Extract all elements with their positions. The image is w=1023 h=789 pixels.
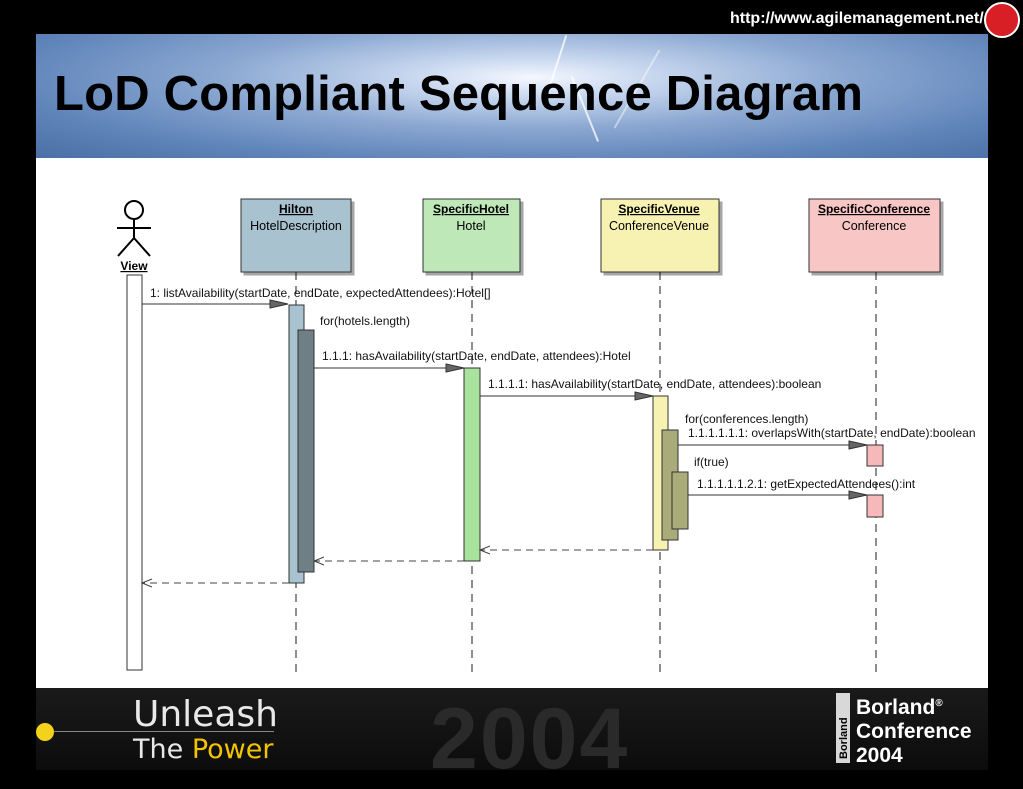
return-venue-arrow — [478, 545, 491, 555]
object-specific-conference-instance: SpecificConference — [818, 202, 930, 216]
diagram-canvas: View Hilton HotelDescription SpecificHot… — [117, 198, 976, 672]
return-hotel-arrow — [312, 556, 325, 566]
brand-line-1: Borland — [856, 696, 936, 719]
message-1111-arrow — [634, 391, 654, 401]
actor-view-label: View — [120, 259, 148, 273]
sequence-diagram: View Hilton HotelDescription SpecificHot… — [36, 158, 988, 688]
footer-power: Power — [191, 734, 274, 765]
footer-divider — [54, 731, 274, 732]
brand-line-3: 2004 — [856, 744, 903, 767]
slide-title: LoD Compliant Sequence Diagram — [54, 67, 864, 121]
borland-vertical-mark: Borland — [836, 693, 850, 763]
message-attendees-label: 1.1.1.1.1.2.1: getExpectedAttendees():in… — [697, 477, 916, 491]
message-111-arrow — [445, 363, 465, 373]
activation-specific-venue-if — [671, 471, 689, 530]
guard-hotels-loop: for(hotels.length) — [320, 314, 410, 328]
message-overlaps-arrow — [848, 440, 868, 450]
object-hilton-instance: Hilton — [279, 202, 313, 216]
brand-mark: ® — [935, 698, 943, 709]
object-hilton: Hilton HotelDescription — [240, 198, 352, 273]
object-specific-conference-class: Conference — [842, 219, 907, 233]
header-url: http://www.agilemanagement.net/ — [730, 10, 984, 27]
message-1-arrow — [269, 299, 289, 309]
activation-conference-2 — [866, 494, 884, 518]
slide-header: http://www.agilemanagement.net/ LoD Comp… — [0, 0, 1023, 158]
object-specific-hotel-class: Hotel — [456, 219, 485, 233]
activation-hilton-loop — [297, 329, 315, 573]
guard-conferences-loop: for(conferences.length) — [685, 412, 808, 426]
message-attendees-arrow — [848, 490, 868, 500]
slide-footer — [0, 688, 1023, 770]
object-specific-hotel: SpecificHotel Hotel — [422, 198, 521, 273]
message-1111-label: 1.1.1.1: hasAvailability(startDate, endD… — [488, 377, 821, 391]
footer-year-watermark: 2004 — [430, 691, 630, 787]
bullet-dot-icon — [36, 723, 54, 741]
object-specific-venue-instance: SpecificVenue — [618, 202, 700, 216]
object-hilton-class: HotelDescription — [250, 219, 342, 233]
actor-view — [117, 200, 151, 257]
footer-unleash: Unleash — [133, 694, 278, 735]
borland-vertical-text: Borland — [838, 717, 850, 759]
title-banner — [36, 34, 988, 158]
borland-conference-logo: Borland® Conference 2004 — [856, 692, 972, 768]
message-overlaps-label: 1.1.1.1.1.1: overlapsWith(startDate, end… — [688, 426, 976, 440]
actor-view-head — [124, 200, 144, 220]
return-hilton-arrow — [140, 578, 153, 588]
logo-icon — [984, 2, 1020, 38]
footer-the: The — [133, 734, 192, 765]
guard-if-true: if(true) — [694, 455, 729, 469]
object-specific-venue-class: ConferenceVenue — [609, 219, 709, 233]
message-111-label: 1.1.1: hasAvailability(startDate, endDat… — [322, 349, 631, 363]
object-specific-venue: SpecificVenue ConferenceVenue — [600, 198, 720, 273]
activation-view — [126, 274, 143, 671]
object-specific-conference: SpecificConference Conference — [808, 198, 941, 273]
footer-panel — [36, 688, 988, 770]
activation-conference-1 — [866, 444, 884, 467]
brand-line-2: Conference — [856, 720, 972, 743]
object-specific-hotel-instance: SpecificHotel — [433, 202, 509, 216]
activation-specific-hotel — [463, 367, 481, 562]
footer-the-power: The Power — [133, 734, 273, 765]
message-1-label: 1: listAvailability(startDate, endDate, … — [150, 286, 491, 300]
